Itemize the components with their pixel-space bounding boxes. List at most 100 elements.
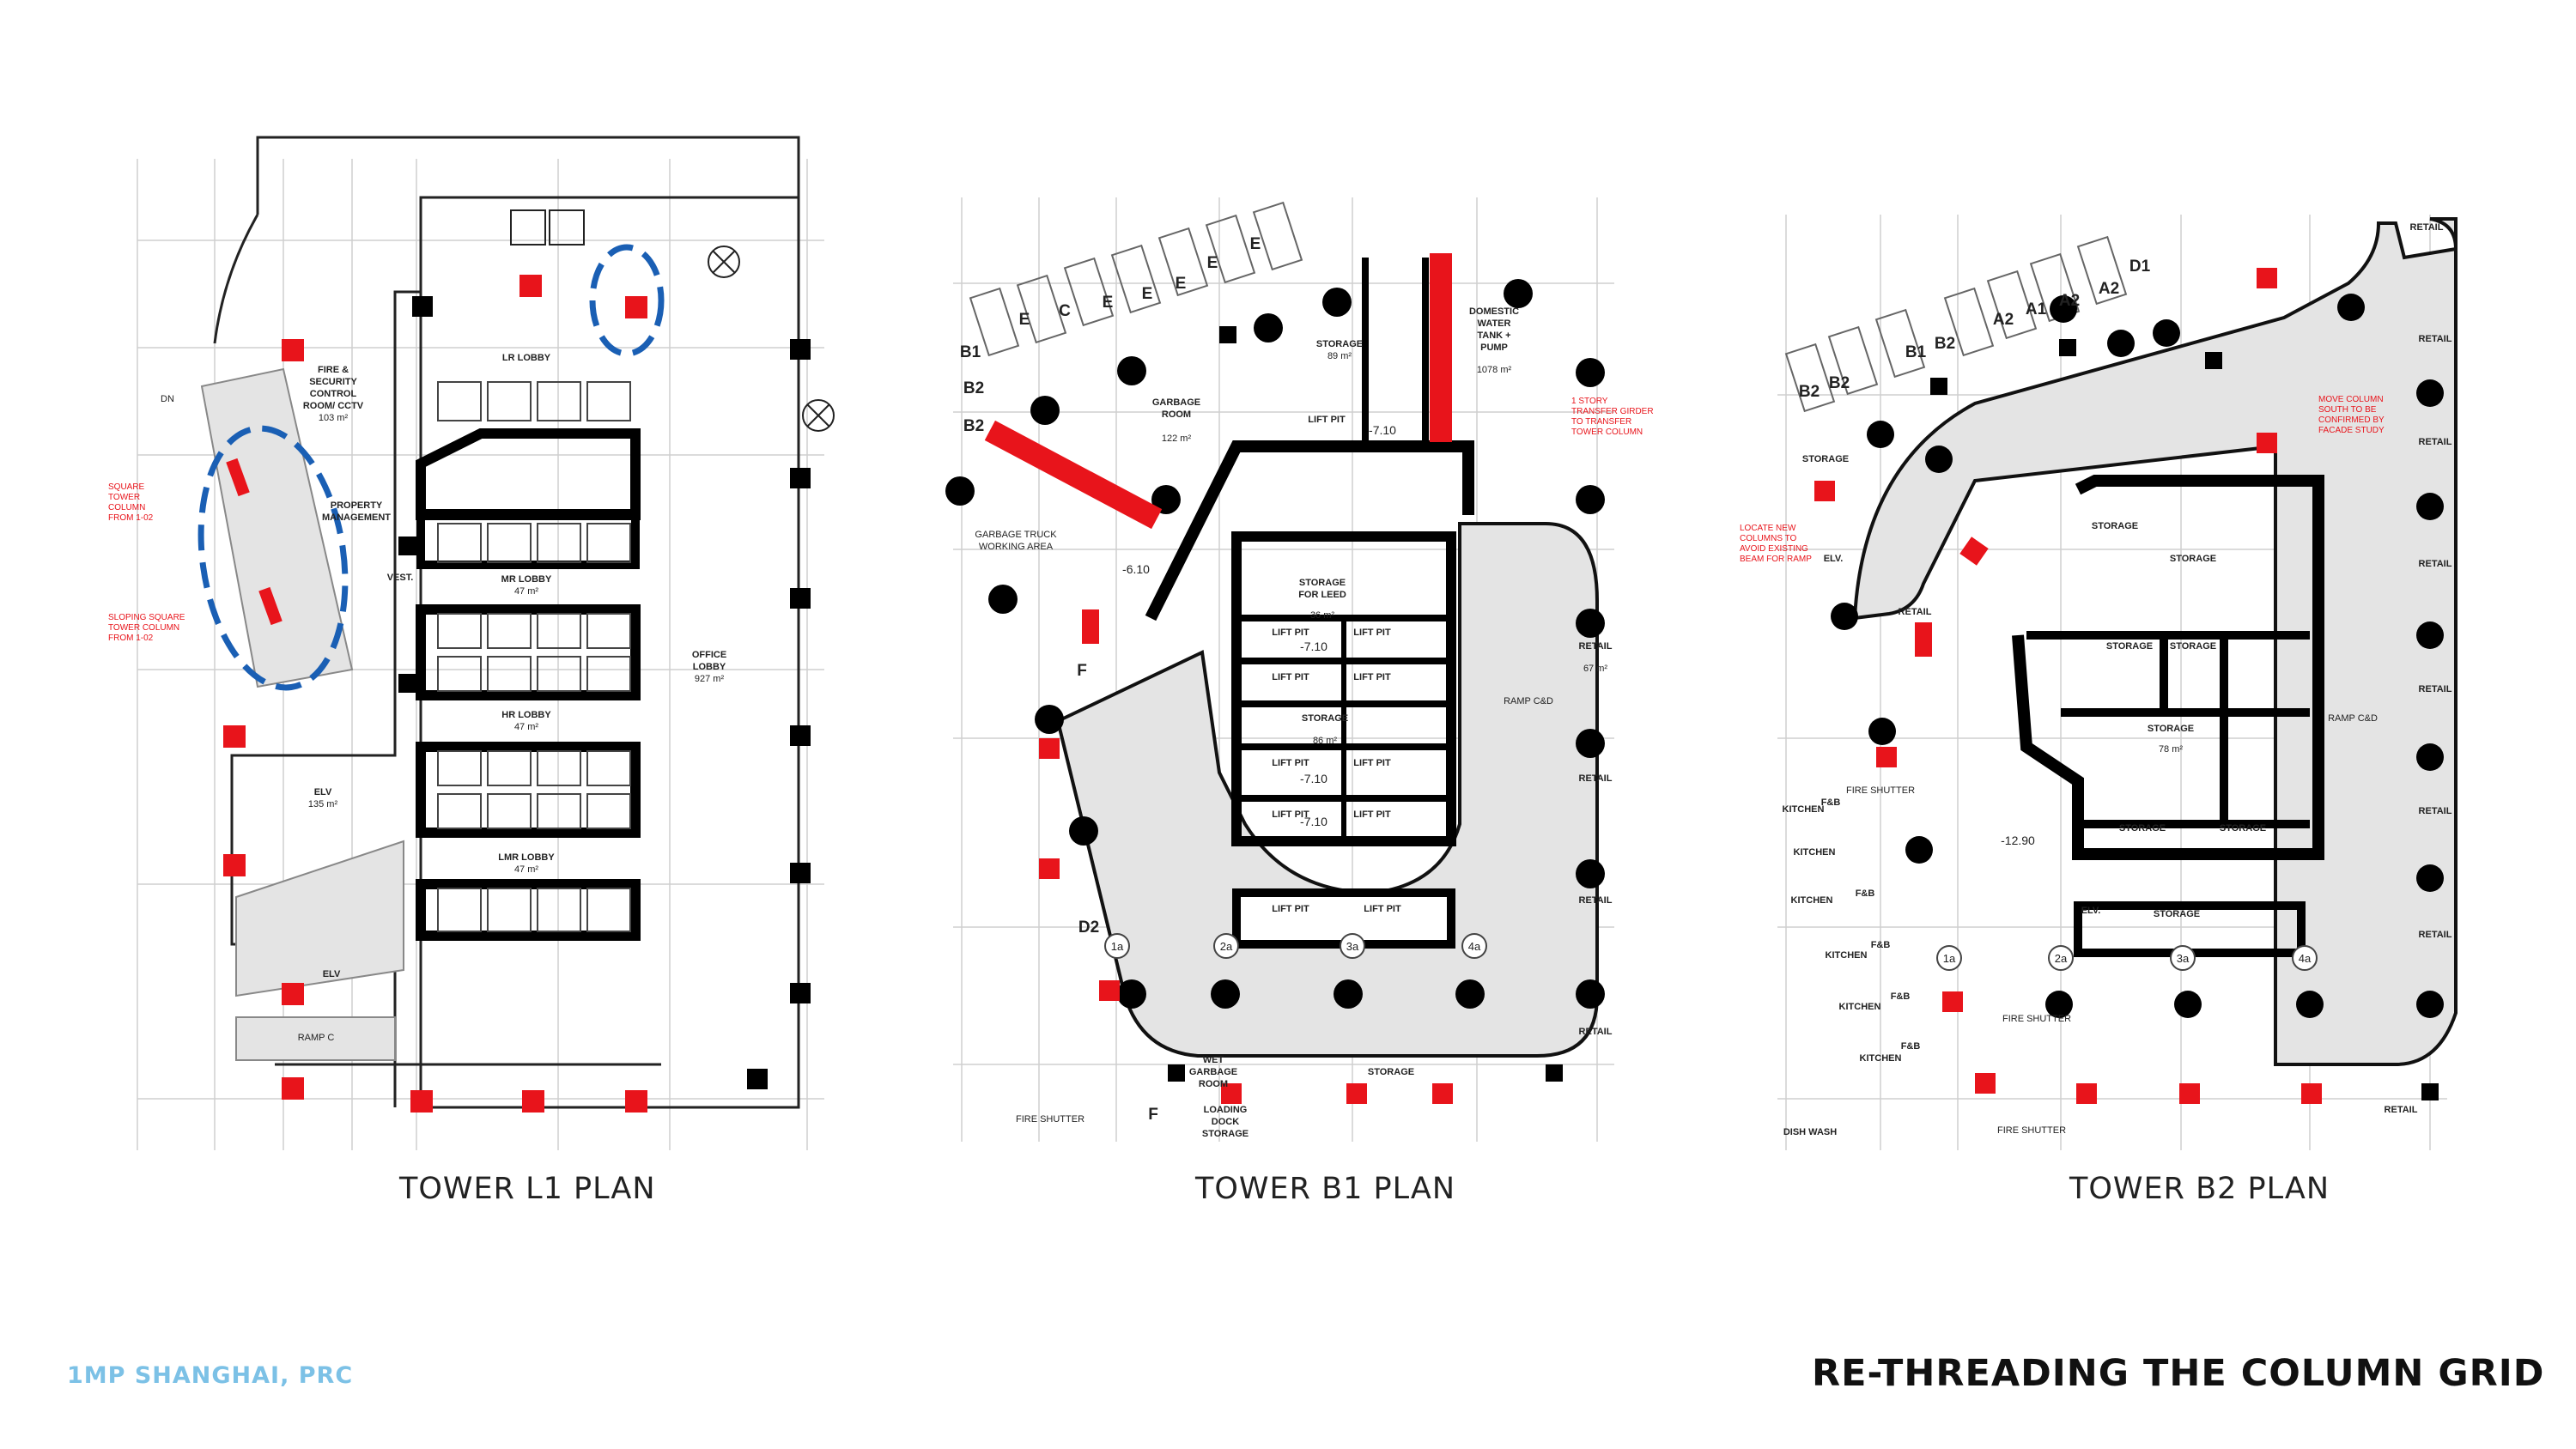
b1-level2: -6.10 [1122,562,1150,576]
l1-highlight-ellipses [197,244,665,691]
b1-lift-pit-1: LIFT PIT [1308,415,1346,425]
svg-text:-7.10: -7.10 [1300,772,1327,785]
svg-text:FOR LEED: FOR LEED [1298,590,1346,600]
svg-text:KITCHEN: KITCHEN [1794,847,1836,858]
svg-text:RETAIL: RETAIL [1579,1027,1613,1037]
svg-text:LIFT PIT: LIFT PIT [1353,627,1391,638]
l1-mr-lobby-label: MR LOBBY [501,574,552,585]
svg-text:RETAIL: RETAIL [2419,930,2452,940]
svg-text:KITCHEN: KITCHEN [1860,1053,1902,1064]
l1-ramp [200,367,404,1061]
svg-text:TRANSFER GIRDER: TRANSFER GIRDER [1571,407,1654,416]
svg-text:STORAGE: STORAGE [1368,1067,1414,1077]
svg-text:AVOID EXISTING: AVOID EXISTING [1740,544,1808,554]
svg-text:B1: B1 [1905,343,1927,361]
svg-text:LIFT PIT: LIFT PIT [1353,672,1391,682]
svg-text:F&B: F&B [1871,940,1891,950]
svg-text:STORAGE: STORAGE [1802,454,1849,464]
svg-text:3a: 3a [1346,940,1359,953]
svg-text:A1: A1 [2026,300,2047,318]
svg-text:RETAIL: RETAIL [2385,1105,2418,1115]
l1-new-columns [223,275,647,1113]
l1-lmr-lobby-label: LMR LOBBY [498,852,555,863]
svg-text:RETAIL: RETAIL [2419,437,2452,447]
svg-text:E: E [1250,235,1261,253]
l1-ramp-label: RAMP C [298,1033,335,1043]
l1-elv-area: 135 m² [308,799,338,809]
svg-text:CONFIRMED BY: CONFIRMED BY [2318,415,2385,425]
tower-b2-plan-caption: TOWER B2 PLAN [2069,1172,2330,1206]
svg-text:LIFT PIT: LIFT PIT [1272,758,1309,768]
svg-text:RETAIL: RETAIL [2419,684,2452,694]
svg-text:STORAGE: STORAGE [2170,554,2216,564]
b2-ramp-label: RAMP C&D [2328,713,2378,724]
b1-storage-label: STORAGE [1316,339,1363,349]
svg-text:TANK +: TANK + [1477,330,1510,341]
b1-fire-shutter: FIRE SHUTTER [1016,1114,1084,1125]
svg-text:4a: 4a [2299,952,2312,965]
l1-office-lobby-2: LOBBY [693,662,726,672]
b1-core [1145,258,1474,846]
svg-text:LOCATE NEW: LOCATE NEW [1740,524,1796,533]
svg-text:LIFT PIT: LIFT PIT [1353,758,1391,768]
svg-text:COLUMN: COLUMN [108,503,145,512]
svg-text:LOADING: LOADING [1204,1105,1248,1115]
b1-d2-label: D2 [1078,919,1099,937]
b2-text: STORAGE 78 m² STORAGE STORAGE STORAGE ST… [1783,222,2452,1137]
svg-text:RETAIL: RETAIL [2419,559,2452,569]
svg-text:SOUTH TO BE: SOUTH TO BE [2318,405,2377,415]
l1-office-lobby-1: OFFICE [692,650,726,660]
b1-level: -7.10 [1369,423,1396,437]
l1-circle-x-icon [708,246,740,278]
svg-text:A2: A2 [1993,311,2014,329]
l1-fire-room-3: CONTROL [310,389,357,399]
svg-text:LIFT PIT: LIFT PIT [1353,809,1391,820]
svg-text:WATER: WATER [1478,318,1511,329]
b2-elv-label: ELV. [1824,554,1844,564]
svg-text:F: F [1148,1106,1158,1124]
svg-text:F: F [1077,662,1087,680]
svg-text:SLOPING SQUARE: SLOPING SQUARE [108,613,185,622]
b1-retail-label: RETAIL [1579,641,1613,652]
svg-text:FROM 1-02: FROM 1-02 [108,634,154,643]
svg-text:RETAIL: RETAIL [2419,334,2452,344]
l1-hr-lobby-label: HR LOBBY [501,710,551,720]
svg-text:TOWER: TOWER [108,493,140,502]
l1-management-label: MANAGEMENT [322,512,391,523]
project-location-label: 1MP SHANGHAI, PRC [67,1362,354,1389]
b2-storage-area: 78 m² [2159,744,2183,755]
l1-vest-label: VEST. [387,573,414,583]
l1-cab-boxes [437,381,631,932]
svg-text:COLUMNS TO: COLUMNS TO [1740,534,1797,543]
svg-text:TOWER COLUMN: TOWER COLUMN [108,623,179,633]
svg-text:RETAIL: RETAIL [1899,607,1932,617]
svg-text:-7.10: -7.10 [1300,640,1327,653]
l1-lmr-lobby-area: 47 m² [514,864,538,875]
b2-core [2012,475,2324,957]
l1-mr-lobby-area: 47 m² [514,586,538,597]
svg-text:B2: B2 [963,379,984,397]
svg-text:F&B: F&B [1901,1041,1921,1052]
svg-text:2a: 2a [2055,952,2068,965]
svg-text:A2: A2 [2059,292,2080,310]
svg-text:WORKING AREA: WORKING AREA [979,542,1054,552]
l1-elv2-label: ELV [323,969,341,979]
svg-text:C: C [1059,302,1071,320]
b1-storage-area: 89 m² [1327,351,1352,361]
svg-text:GARBAGE: GARBAGE [1189,1067,1237,1077]
svg-text:FIRE SHUTTER: FIRE SHUTTER [1997,1125,2066,1136]
l1-fire-room-1: FIRE & [318,365,349,375]
svg-text:TO TRANSFER: TO TRANSFER [1571,417,1631,427]
svg-text:B2: B2 [1799,383,1820,401]
b1-ramp-label: RAMP C&D [1504,696,1553,706]
svg-text:KITCHEN: KITCHEN [1826,950,1868,961]
slide-title: RE-THREADING THE COLUMN GRID [1812,1352,2545,1395]
svg-text:E: E [1103,294,1114,312]
